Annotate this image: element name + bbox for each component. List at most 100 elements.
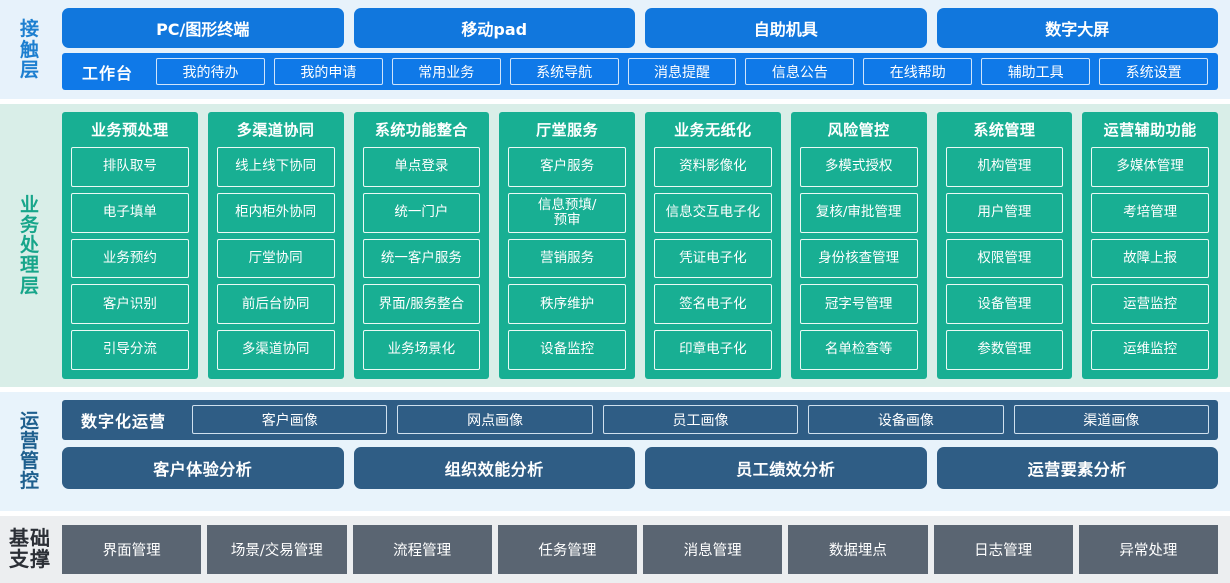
business-item[interactable]: 设备管理 xyxy=(945,284,1064,324)
business-item[interactable]: 设备监控 xyxy=(508,329,626,370)
business-item[interactable]: 印章电子化 xyxy=(654,329,772,370)
business-item[interactable]: 界面/服务整合 xyxy=(362,284,481,324)
workbench-item-aux-tools[interactable]: 辅助工具 xyxy=(981,58,1091,85)
business-item[interactable]: 运营监控 xyxy=(1091,284,1209,324)
business-item[interactable]: 统一门户 xyxy=(362,192,481,233)
business-item[interactable]: 复核/审批管理 xyxy=(799,192,918,233)
business-column: 系统功能整合单点登录统一门户统一客户服务界面/服务整合业务场景化 xyxy=(353,112,490,379)
workbench-item-system-settings[interactable]: 系统设置 xyxy=(1099,58,1209,85)
channel-digital-screen[interactable]: 数字大屏 xyxy=(936,8,1218,48)
layer-operations-label: 运营管控 xyxy=(19,409,40,493)
business-column: 系统管理机构管理用户管理权限管理设备管理参数管理 xyxy=(936,112,1073,379)
business-column-title: 厅堂服务 xyxy=(536,121,599,140)
digital-operations-row: 数字化运营 客户画像 网点画像 员工画像 设备画像 渠道画像 xyxy=(62,399,1218,440)
analysis-row: 客户体验分析 组织效能分析 员工绩效分析 运营要素分析 xyxy=(62,446,1218,489)
portrait-customer[interactable]: 客户画像 xyxy=(192,405,388,435)
business-item[interactable]: 信息交互电子化 xyxy=(654,192,772,233)
workbench-item-info-bulletin[interactable]: 信息公告 xyxy=(745,58,855,85)
business-item[interactable]: 引导分流 xyxy=(71,329,189,370)
business-column: 业务预处理排队取号电子填单业务预约客户识别引导分流 xyxy=(62,112,198,379)
business-column-title: 风险管控 xyxy=(827,121,890,140)
workbench-item-online-help[interactable]: 在线帮助 xyxy=(863,58,973,85)
business-item[interactable]: 厅堂协同 xyxy=(216,238,335,279)
layer-business-label: 业务处理层 xyxy=(19,194,40,297)
divider-ops-foundation xyxy=(0,510,1230,516)
portrait-employee[interactable]: 员工画像 xyxy=(602,405,799,435)
business-item[interactable]: 身份核查管理 xyxy=(799,238,918,279)
business-item[interactable]: 单点登录 xyxy=(362,147,481,187)
portrait-channel[interactable]: 渠道画像 xyxy=(1013,405,1209,435)
layer-business: 业务处理层 业务预处理排队取号电子填单业务预约客户识别引导分流多渠道协同线上线下… xyxy=(0,104,1230,387)
foundation-item-exception-handling[interactable]: 异常处理 xyxy=(1078,524,1218,574)
layer-contact-label: 接触层 xyxy=(19,18,40,81)
business-item[interactable]: 参数管理 xyxy=(945,329,1064,370)
business-item[interactable]: 信息预填/预审 xyxy=(508,192,626,233)
business-column-title: 多渠道协同 xyxy=(236,121,315,140)
channel-mobile-pad[interactable]: 移动pad xyxy=(353,8,635,48)
analysis-customer-experience[interactable]: 客户体验分析 xyxy=(62,446,344,489)
analysis-operation-factors[interactable]: 运营要素分析 xyxy=(936,446,1218,489)
workbench-item-message-alert[interactable]: 消息提醒 xyxy=(627,58,737,85)
portrait-device[interactable]: 设备画像 xyxy=(808,405,1004,435)
business-item[interactable]: 业务预约 xyxy=(71,238,189,279)
foundation-item-process-management[interactable]: 流程管理 xyxy=(352,524,492,574)
business-column-title: 系统功能整合 xyxy=(374,121,468,140)
business-item[interactable]: 机构管理 xyxy=(945,147,1064,187)
business-item[interactable]: 运维监控 xyxy=(1091,329,1209,370)
business-column: 厅堂服务客户服务信息预填/预审营销服务秩序维护设备监控 xyxy=(499,112,635,379)
business-item[interactable]: 用户管理 xyxy=(945,192,1064,233)
workbench-item-my-application[interactable]: 我的申请 xyxy=(273,58,383,85)
business-item[interactable]: 电子填单 xyxy=(71,192,189,233)
channel-row: PC/图形终端 移动pad 自助机具 数字大屏 xyxy=(62,8,1218,48)
layer-contact: 接触层 PC/图形终端 移动pad 自助机具 数字大屏 工作台 我的待办 我的申… xyxy=(0,0,1230,100)
divider-contact-business xyxy=(0,99,1230,105)
business-item[interactable]: 多模式授权 xyxy=(799,147,918,187)
foundation-item-task-management[interactable]: 任务管理 xyxy=(497,524,637,574)
business-item[interactable]: 客户服务 xyxy=(508,147,626,187)
business-column-title: 运营辅助功能 xyxy=(1103,121,1197,140)
business-columns: 业务预处理排队取号电子填单业务预约客户识别引导分流多渠道协同线上线下协同柜内柜外… xyxy=(62,112,1218,379)
business-item[interactable]: 名单检查等 xyxy=(799,329,918,370)
divider-business-ops xyxy=(0,386,1230,392)
business-item[interactable]: 资料影像化 xyxy=(654,147,772,187)
business-item[interactable]: 排队取号 xyxy=(71,147,189,187)
workbench-item-system-nav[interactable]: 系统导航 xyxy=(509,58,619,85)
business-item[interactable]: 多渠道协同 xyxy=(216,329,335,370)
business-item[interactable]: 客户识别 xyxy=(71,284,189,324)
business-item[interactable]: 冠字号管理 xyxy=(799,284,918,324)
business-item[interactable]: 签名电子化 xyxy=(654,284,772,324)
business-item[interactable]: 故障上报 xyxy=(1091,238,1209,279)
foundation-item-message-management[interactable]: 消息管理 xyxy=(643,524,783,574)
portrait-branch[interactable]: 网点画像 xyxy=(397,405,593,435)
business-item[interactable]: 线上线下协同 xyxy=(216,147,335,187)
digital-operations-title: 数字化运营 xyxy=(81,411,167,431)
business-item[interactable]: 考培管理 xyxy=(1091,192,1209,233)
channel-self-service[interactable]: 自助机具 xyxy=(645,8,927,48)
analysis-employee-performance[interactable]: 员工绩效分析 xyxy=(645,446,927,489)
business-item[interactable]: 凭证电子化 xyxy=(654,238,772,279)
foundation-item-data-tracking[interactable]: 数据埋点 xyxy=(788,524,928,574)
foundation-row: 界面管理 场景/交易管理 流程管理 任务管理 消息管理 数据埋点 日志管理 异常… xyxy=(62,524,1218,574)
foundation-item-scene-transaction-management[interactable]: 场景/交易管理 xyxy=(207,524,347,574)
business-item[interactable]: 业务场景化 xyxy=(362,329,481,370)
business-item[interactable]: 秩序维护 xyxy=(508,284,626,324)
business-item[interactable]: 柜内柜外协同 xyxy=(216,192,335,233)
workbench-item-common-business[interactable]: 常用业务 xyxy=(391,58,501,85)
business-column: 业务无纸化资料影像化信息交互电子化凭证电子化签名电子化印章电子化 xyxy=(645,112,781,379)
analysis-org-efficiency[interactable]: 组织效能分析 xyxy=(353,446,635,489)
channel-pc[interactable]: PC/图形终端 xyxy=(62,8,344,48)
foundation-item-ui-management[interactable]: 界面管理 xyxy=(62,524,202,574)
business-item[interactable]: 权限管理 xyxy=(945,238,1064,279)
layer-foundation-label: 基础支撑 xyxy=(9,526,51,572)
foundation-item-log-management[interactable]: 日志管理 xyxy=(933,524,1073,574)
workbench-item-my-todo[interactable]: 我的待办 xyxy=(156,58,265,85)
workbench-row: 工作台 我的待办 我的申请 常用业务 系统导航 消息提醒 信息公告 在线帮助 辅… xyxy=(62,53,1218,90)
layer-operations: 运营管控 数字化运营 客户画像 网点画像 员工画像 设备画像 渠道画像 客户体验… xyxy=(0,391,1230,511)
business-column-title: 业务预处理 xyxy=(91,121,169,140)
business-item[interactable]: 多媒体管理 xyxy=(1091,147,1209,187)
business-item[interactable]: 前后台协同 xyxy=(216,284,335,324)
business-item[interactable]: 营销服务 xyxy=(508,238,626,279)
layer-foundation: 基础支撑 界面管理 场景/交易管理 流程管理 任务管理 消息管理 数据埋点 日志… xyxy=(0,515,1230,583)
business-item[interactable]: 统一客户服务 xyxy=(362,238,481,279)
